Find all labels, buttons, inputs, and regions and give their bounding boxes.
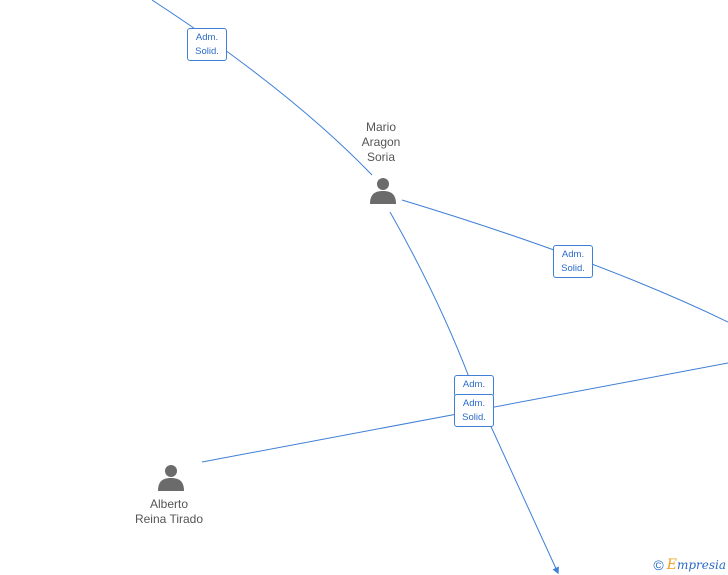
edge-center-to-bottom: [487, 419, 559, 575]
person-icon[interactable]: [369, 176, 397, 204]
empresia-watermark: © Empresia: [653, 557, 726, 573]
brand-logo: Empresia: [667, 557, 726, 573]
node-label-mario: Mario Aragon Soria: [350, 120, 412, 165]
alberto-name-line1: Alberto: [149, 497, 189, 511]
node-label-alberto: Alberto Reina Tirado: [118, 497, 220, 527]
copyright-icon: ©: [653, 557, 664, 573]
edge-label-line1: Adm.: [195, 32, 219, 43]
mario-name-line2: Aragon: [361, 135, 401, 149]
person-icon[interactable]: [157, 463, 185, 491]
edge-mario-to-center: [389, 211, 473, 386]
edge-label-line1: Adm.: [561, 249, 585, 260]
edge-label-top-left[interactable]: Adm. Solid.: [187, 28, 227, 61]
edge-label-line2: Solid.: [462, 412, 486, 423]
edge-top-to-mario: [151, 0, 373, 176]
mario-name-line1: Mario: [365, 120, 396, 134]
alberto-name-line2: Reina Tirado: [134, 512, 204, 526]
mario-name-line3: Soria: [366, 150, 395, 164]
edge-label-line2: Solid.: [195, 46, 219, 57]
brand-rest: mpresia: [676, 558, 726, 572]
brand-initial: E: [666, 557, 677, 573]
edge-label-center-front[interactable]: Adm. Solid.: [454, 394, 494, 427]
edge-label-right[interactable]: Adm. Solid.: [553, 245, 593, 278]
edge-label-line1: Adm.: [462, 398, 486, 409]
edge-label-line2: Solid.: [561, 263, 585, 274]
edge-label-line1: Adm.: [462, 379, 486, 390]
